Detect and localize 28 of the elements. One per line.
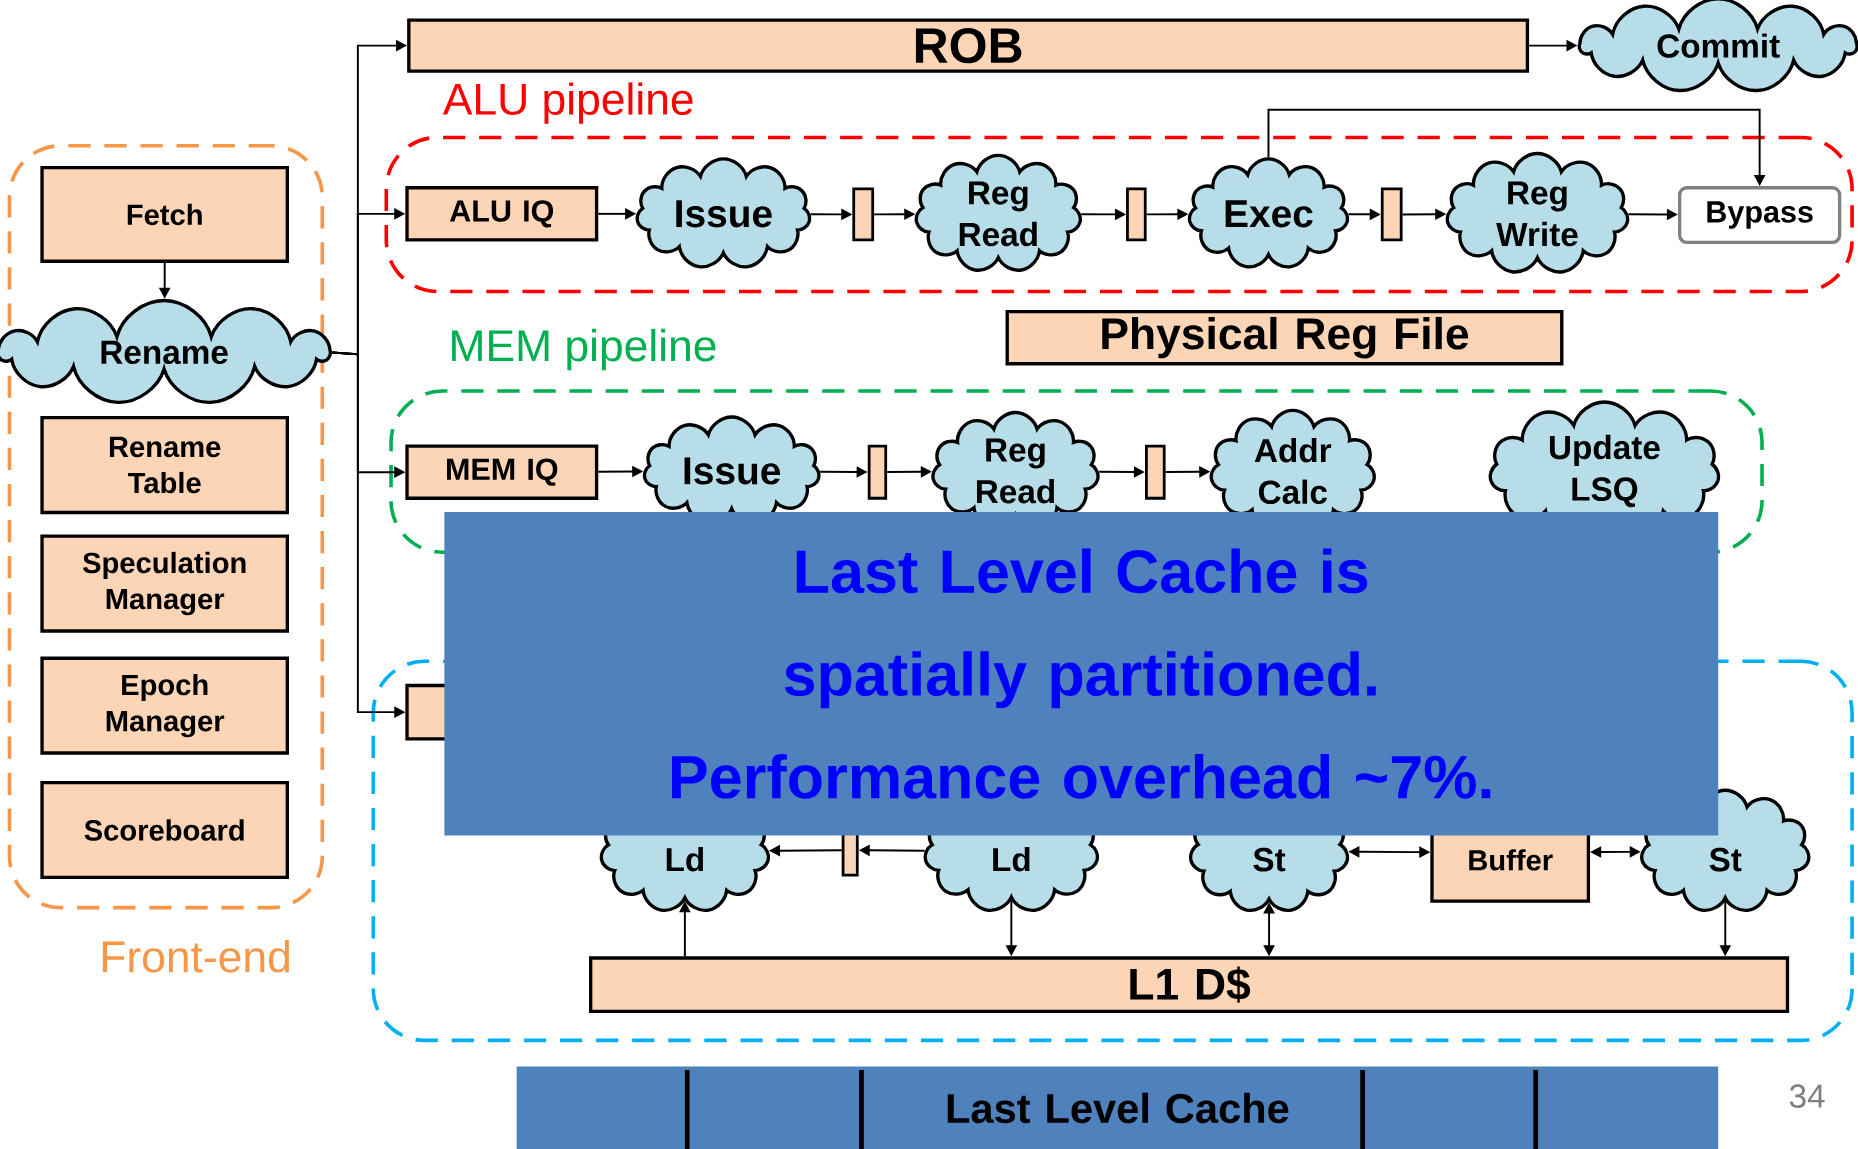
stage-cloud: Reg Write [1445,151,1630,274]
pipeline-latch [1126,187,1147,242]
node-label: MEM pipeline [452,328,716,371]
process-box: MEM IQ [405,444,599,500]
pipeline-latch [852,187,875,242]
node-label: Front-end [102,939,289,973]
cache-bar: Last Level Cache [516,1066,1719,1149]
process-box: Fetch [40,165,289,263]
process-box: L1 D$ [589,956,1790,1013]
callout-tooltip: Last Level Cache is spatially partitioned. Performance overhead ~7%. [444,511,1719,836]
process-box: ALU IQ [405,185,599,242]
stage-cloud: Exec [1187,156,1350,269]
process-box: Speculation Manager [40,534,289,633]
stage-cloud: Reg Read [914,153,1082,272]
page-number: 34 [1789,1084,1825,1108]
stage-cloud: Issue [635,156,812,269]
stage-cloud: Commit [1577,0,1858,92]
process-box: Physical Reg File [1005,309,1564,366]
pipeline-latch [867,444,888,500]
process-box: ROB [407,18,1530,73]
node-label: ALU pipeline [442,82,693,124]
process-box: Rename Table [40,415,289,514]
process-box: Scoreboard [40,780,289,879]
pipeline-latch [1145,444,1166,500]
stage-cloud: Rename [0,298,333,404]
pipeline-latch [1380,187,1403,242]
process-box: Epoch Manager [40,656,289,755]
process-box: Bypass [1678,185,1842,244]
